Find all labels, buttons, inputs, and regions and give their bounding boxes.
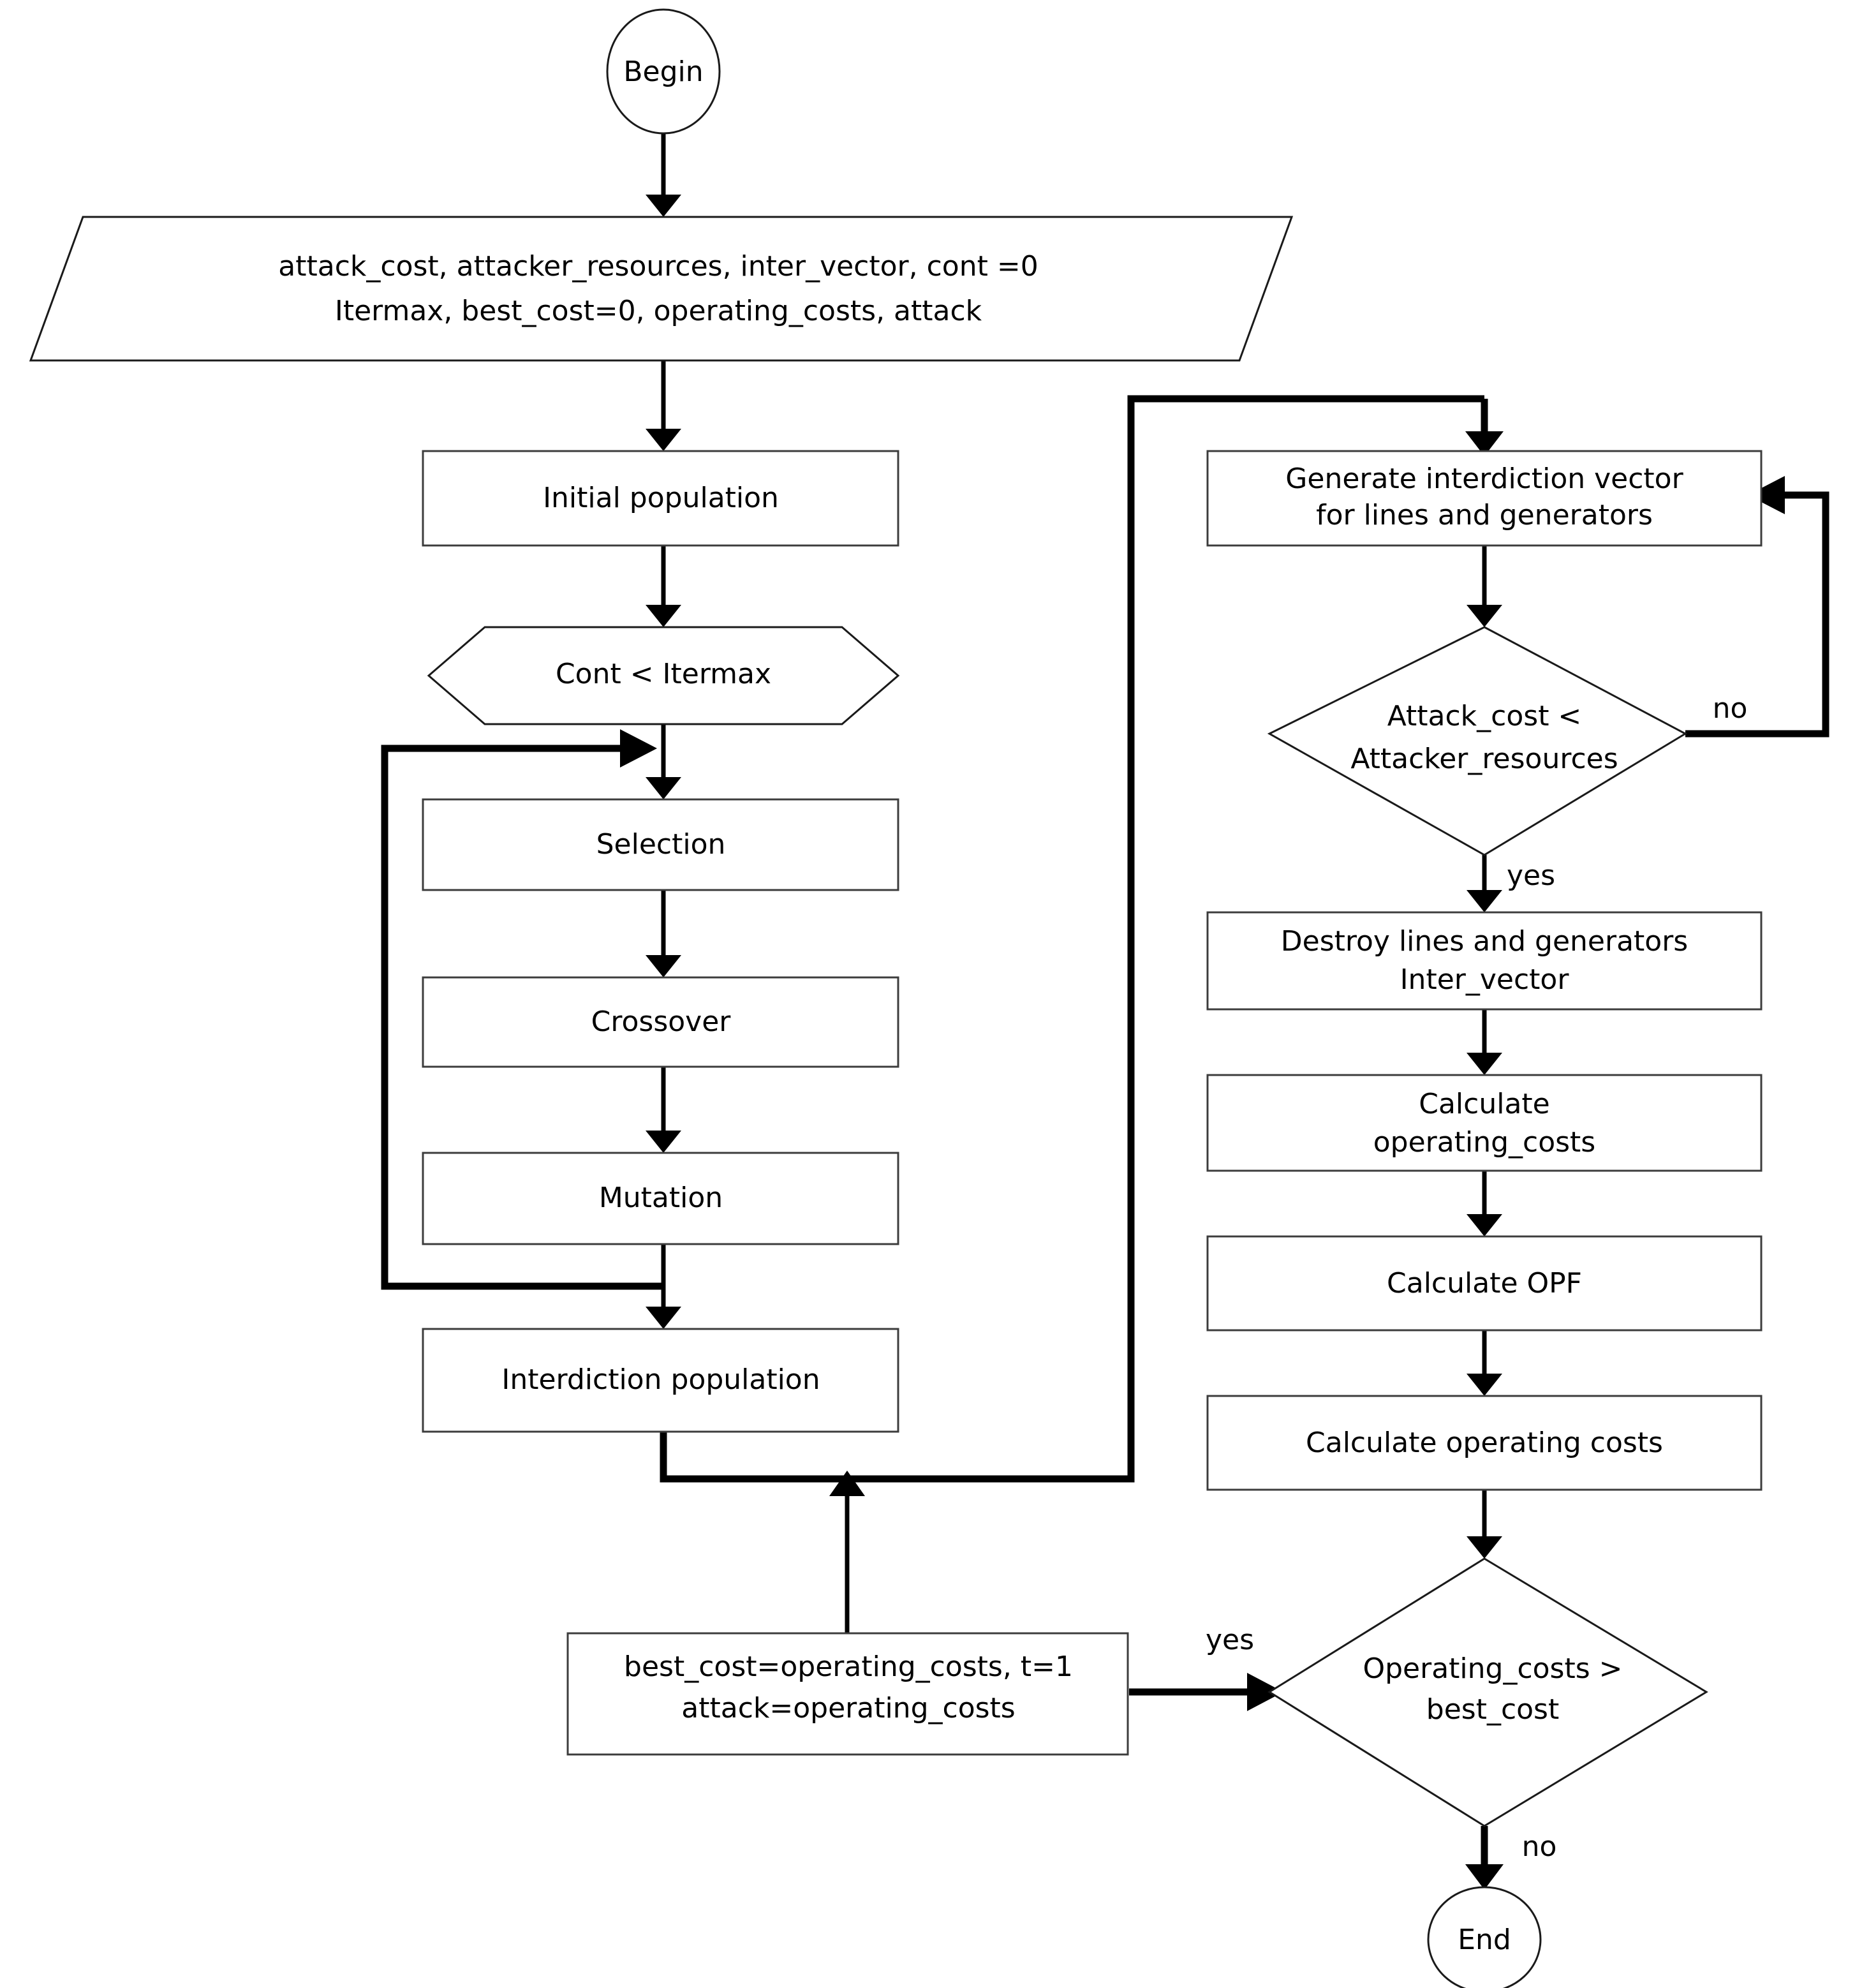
node-calculate-operating-costs-line1: Calculate xyxy=(1419,1088,1550,1120)
node-crossover[interactable]: Crossover xyxy=(422,976,899,1068)
edge-calculate-operating-costs-to-opf xyxy=(1467,1171,1502,1236)
node-attack-cost-check-line1: Attack_cost < xyxy=(1387,700,1582,732)
edge-attack-cost-yes-to-destroy xyxy=(1467,855,1502,912)
node-inputs[interactable]: attack_cost, attacker_resources, inter_v… xyxy=(29,216,1294,362)
node-destroy-line1: Destroy lines and generators xyxy=(1281,925,1688,958)
node-attack-cost-check[interactable]: Attack_cost < Attacker_resources xyxy=(1267,626,1688,856)
edge-opf-to-calculate-operating-costs-2 xyxy=(1467,1330,1502,1396)
edge-destroy-to-calculate-operating-costs xyxy=(1467,1009,1502,1075)
edge-label-operating-yes: yes xyxy=(1206,1624,1254,1656)
edge-mutation-feedback-to-selection xyxy=(381,729,663,1290)
node-generate-vector[interactable]: Generate interdiction vector for lines a… xyxy=(1206,450,1763,547)
node-operating-vs-best-line2: best_cost xyxy=(1426,1693,1559,1726)
edge-best-cost-to-loop-return xyxy=(829,1471,865,1633)
edge-calculate-operating-costs-2-to-decision xyxy=(1467,1490,1502,1559)
node-operating-vs-best-line1: Operating_costs > xyxy=(1363,1652,1622,1685)
node-initial-population-label: Initial population xyxy=(543,482,779,514)
node-crossover-label: Crossover xyxy=(591,1005,732,1038)
edge-generate-vector-to-attack-cost xyxy=(1467,545,1502,627)
node-destroy-line2: Inter_vector xyxy=(1400,963,1570,996)
node-initial-population[interactable]: Initial population xyxy=(422,450,899,547)
node-calculate-opf-label: Calculate OPF xyxy=(1387,1267,1582,1300)
node-attack-cost-check-line2: Attacker_resources xyxy=(1350,743,1618,775)
node-cont-itermax[interactable]: Cont < Itermax xyxy=(427,626,900,725)
node-cont-itermax-label: Cont < Itermax xyxy=(556,658,771,690)
edge-attack-cost-no-loop xyxy=(1685,476,1829,738)
node-calculate-operating-costs-2[interactable]: Calculate operating costs xyxy=(1206,1395,1763,1491)
node-inputs-line2: Itermax, best_cost=0, operating_costs, a… xyxy=(335,295,982,327)
node-calculate-operating-costs-2-label: Calculate operating costs xyxy=(1306,1427,1663,1459)
node-operating-vs-best[interactable]: Operating_costs > best_cost xyxy=(1267,1557,1708,1827)
edge-mutation-to-interdiction-population xyxy=(646,1244,681,1329)
node-inputs-line1: attack_cost, attacker_resources, inter_v… xyxy=(278,250,1038,283)
edge-selection-to-crossover xyxy=(646,890,681,977)
edge-decision-yes-to-best-cost xyxy=(1129,1673,1283,1711)
node-calculate-opf[interactable]: Calculate OPF xyxy=(1206,1235,1763,1332)
edge-label-operating-no: no xyxy=(1522,1830,1557,1863)
edge-begin-to-inputs xyxy=(646,131,681,217)
node-begin[interactable]: Begin xyxy=(606,8,721,135)
node-mutation[interactable]: Mutation xyxy=(422,1152,899,1245)
node-generate-vector-line1: Generate interdiction vector xyxy=(1285,463,1683,495)
node-calculate-operating-costs[interactable]: Calculate operating_costs xyxy=(1206,1074,1763,1172)
edge-crossover-to-mutation xyxy=(646,1067,681,1153)
node-best-cost-assign[interactable]: best_cost=operating_costs, t=1 attack=op… xyxy=(566,1632,1129,1756)
edge-label-attack-cost-no: no xyxy=(1713,692,1748,725)
node-interdiction-population[interactable]: Interdiction population xyxy=(422,1328,899,1433)
node-selection[interactable]: Selection xyxy=(422,798,899,891)
node-begin-label: Begin xyxy=(623,56,703,88)
edge-cont-to-selection xyxy=(646,724,681,799)
node-destroy[interactable]: Destroy lines and generators Inter_vecto… xyxy=(1206,911,1763,1011)
node-best-cost-assign-line2: attack=operating_costs xyxy=(681,1692,1015,1725)
node-end-label: End xyxy=(1458,1924,1511,1956)
edge-initial-population-to-cont xyxy=(646,545,681,627)
node-calculate-operating-costs-line2: operating_costs xyxy=(1373,1126,1595,1159)
node-end[interactable]: End xyxy=(1427,1886,1542,1988)
edge-interdiction-population-to-generate-vector xyxy=(660,395,1504,1483)
node-interdiction-population-label: Interdiction population xyxy=(501,1363,820,1396)
edge-inputs-to-initial-population xyxy=(646,360,681,451)
node-selection-label: Selection xyxy=(596,828,726,861)
node-generate-vector-line2: for lines and generators xyxy=(1316,499,1653,531)
node-mutation-label: Mutation xyxy=(599,1182,723,1214)
edge-decision-no-to-end xyxy=(1465,1826,1504,1890)
edge-label-attack-cost-yes: yes xyxy=(1507,859,1555,892)
node-best-cost-assign-line1: best_cost=operating_costs, t=1 xyxy=(624,1650,1073,1683)
